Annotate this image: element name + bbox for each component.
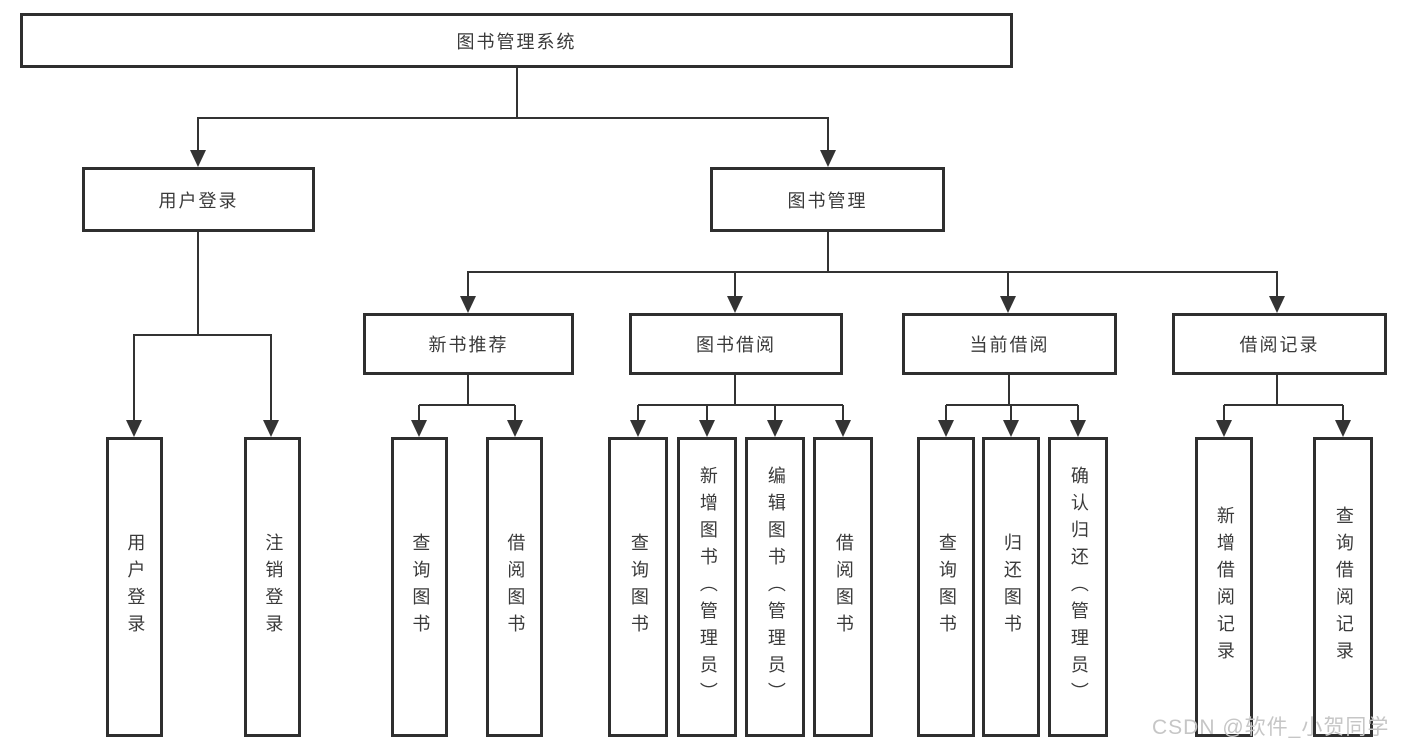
node-borrowing-records: 借阅记录 [1172,313,1387,375]
node-label: 图书管理系统 [456,31,577,52]
node-label: 当前借阅 [969,335,1050,355]
node-user-login: 用户登录 [82,167,315,232]
leaf-label: 借阅图书 [505,533,526,641]
node-label: 用户登录 [158,190,239,211]
leaf-label: 借阅图书 [833,533,854,641]
leaf-label: 确认归还（管理员） [1068,465,1089,709]
leaf-borrow-books-borrowing: 借阅图书 [813,437,873,737]
node-label: 图书借阅 [696,335,776,355]
leaf-label: 新增借阅记录 [1214,506,1235,668]
node-book-management: 图书管理 [710,167,945,232]
leaf-logout: 注销登录 [244,437,301,737]
leaf-label: 查询借阅记录 [1333,506,1354,668]
leaf-return-books: 归还图书 [982,437,1040,737]
leaf-label: 归还图书 [1001,533,1022,641]
node-library-management-system: 图书管理系统 [20,13,1013,68]
leaf-add-borrow-record: 新增借阅记录 [1195,437,1253,737]
node-new-book-recommendation: 新书推荐 [363,313,574,375]
node-book-borrowing: 图书借阅 [629,313,843,375]
leaf-query-books-current: 查询图书 [917,437,975,737]
leaf-label: 查询图书 [410,533,431,641]
leaf-label: 用户登录 [125,533,146,641]
leaf-user-login: 用户登录 [106,437,163,737]
node-label: 新书推荐 [428,335,509,355]
leaf-add-book-admin: 新增图书（管理员） [677,437,737,737]
leaf-confirm-return-admin: 确认归还（管理员） [1048,437,1108,737]
leaf-borrow-books-recommendation: 借阅图书 [486,437,543,737]
leaf-label: 编辑图书（管理员） [765,465,786,709]
leaf-query-borrow-record: 查询借阅记录 [1313,437,1373,737]
node-label: 借阅记录 [1239,335,1320,355]
node-label: 图书管理 [787,190,868,211]
leaf-label: 注销登录 [263,533,284,641]
csdn-watermark: CSDN @软件_小贺同学 [1152,716,1390,739]
leaf-label: 查询图书 [628,533,649,641]
leaf-label: 查询图书 [936,533,957,641]
node-current-borrowing: 当前借阅 [902,313,1117,375]
leaf-query-books-recommendation: 查询图书 [391,437,448,737]
leaf-edit-book-admin: 编辑图书（管理员） [745,437,805,737]
leaf-label: 新增图书（管理员） [697,465,718,709]
leaf-query-books-borrowing: 查询图书 [608,437,668,737]
